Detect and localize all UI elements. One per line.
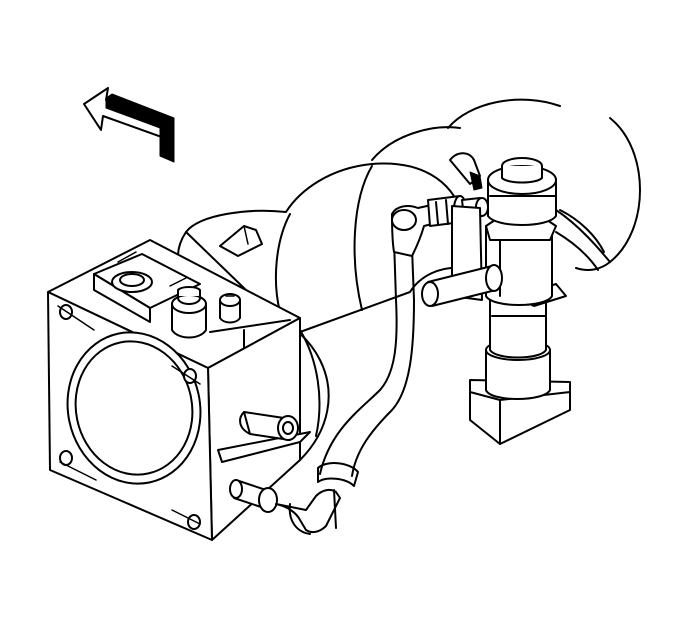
engine-background-outline <box>371 98 641 271</box>
throttle-sensor-right <box>219 293 241 324</box>
intake-plenum <box>177 162 463 333</box>
direction-arrow-icon <box>83 87 175 163</box>
rear-hose <box>555 209 605 271</box>
throttle-sensor-left <box>171 286 207 339</box>
purge-valve-assembly <box>449 152 571 445</box>
vacuum-hose <box>275 203 441 535</box>
side-port-fitting <box>217 411 311 463</box>
throttle-body <box>47 239 311 541</box>
valve-outlet-tube <box>421 264 503 307</box>
vacuum-port-nipple <box>229 479 278 513</box>
